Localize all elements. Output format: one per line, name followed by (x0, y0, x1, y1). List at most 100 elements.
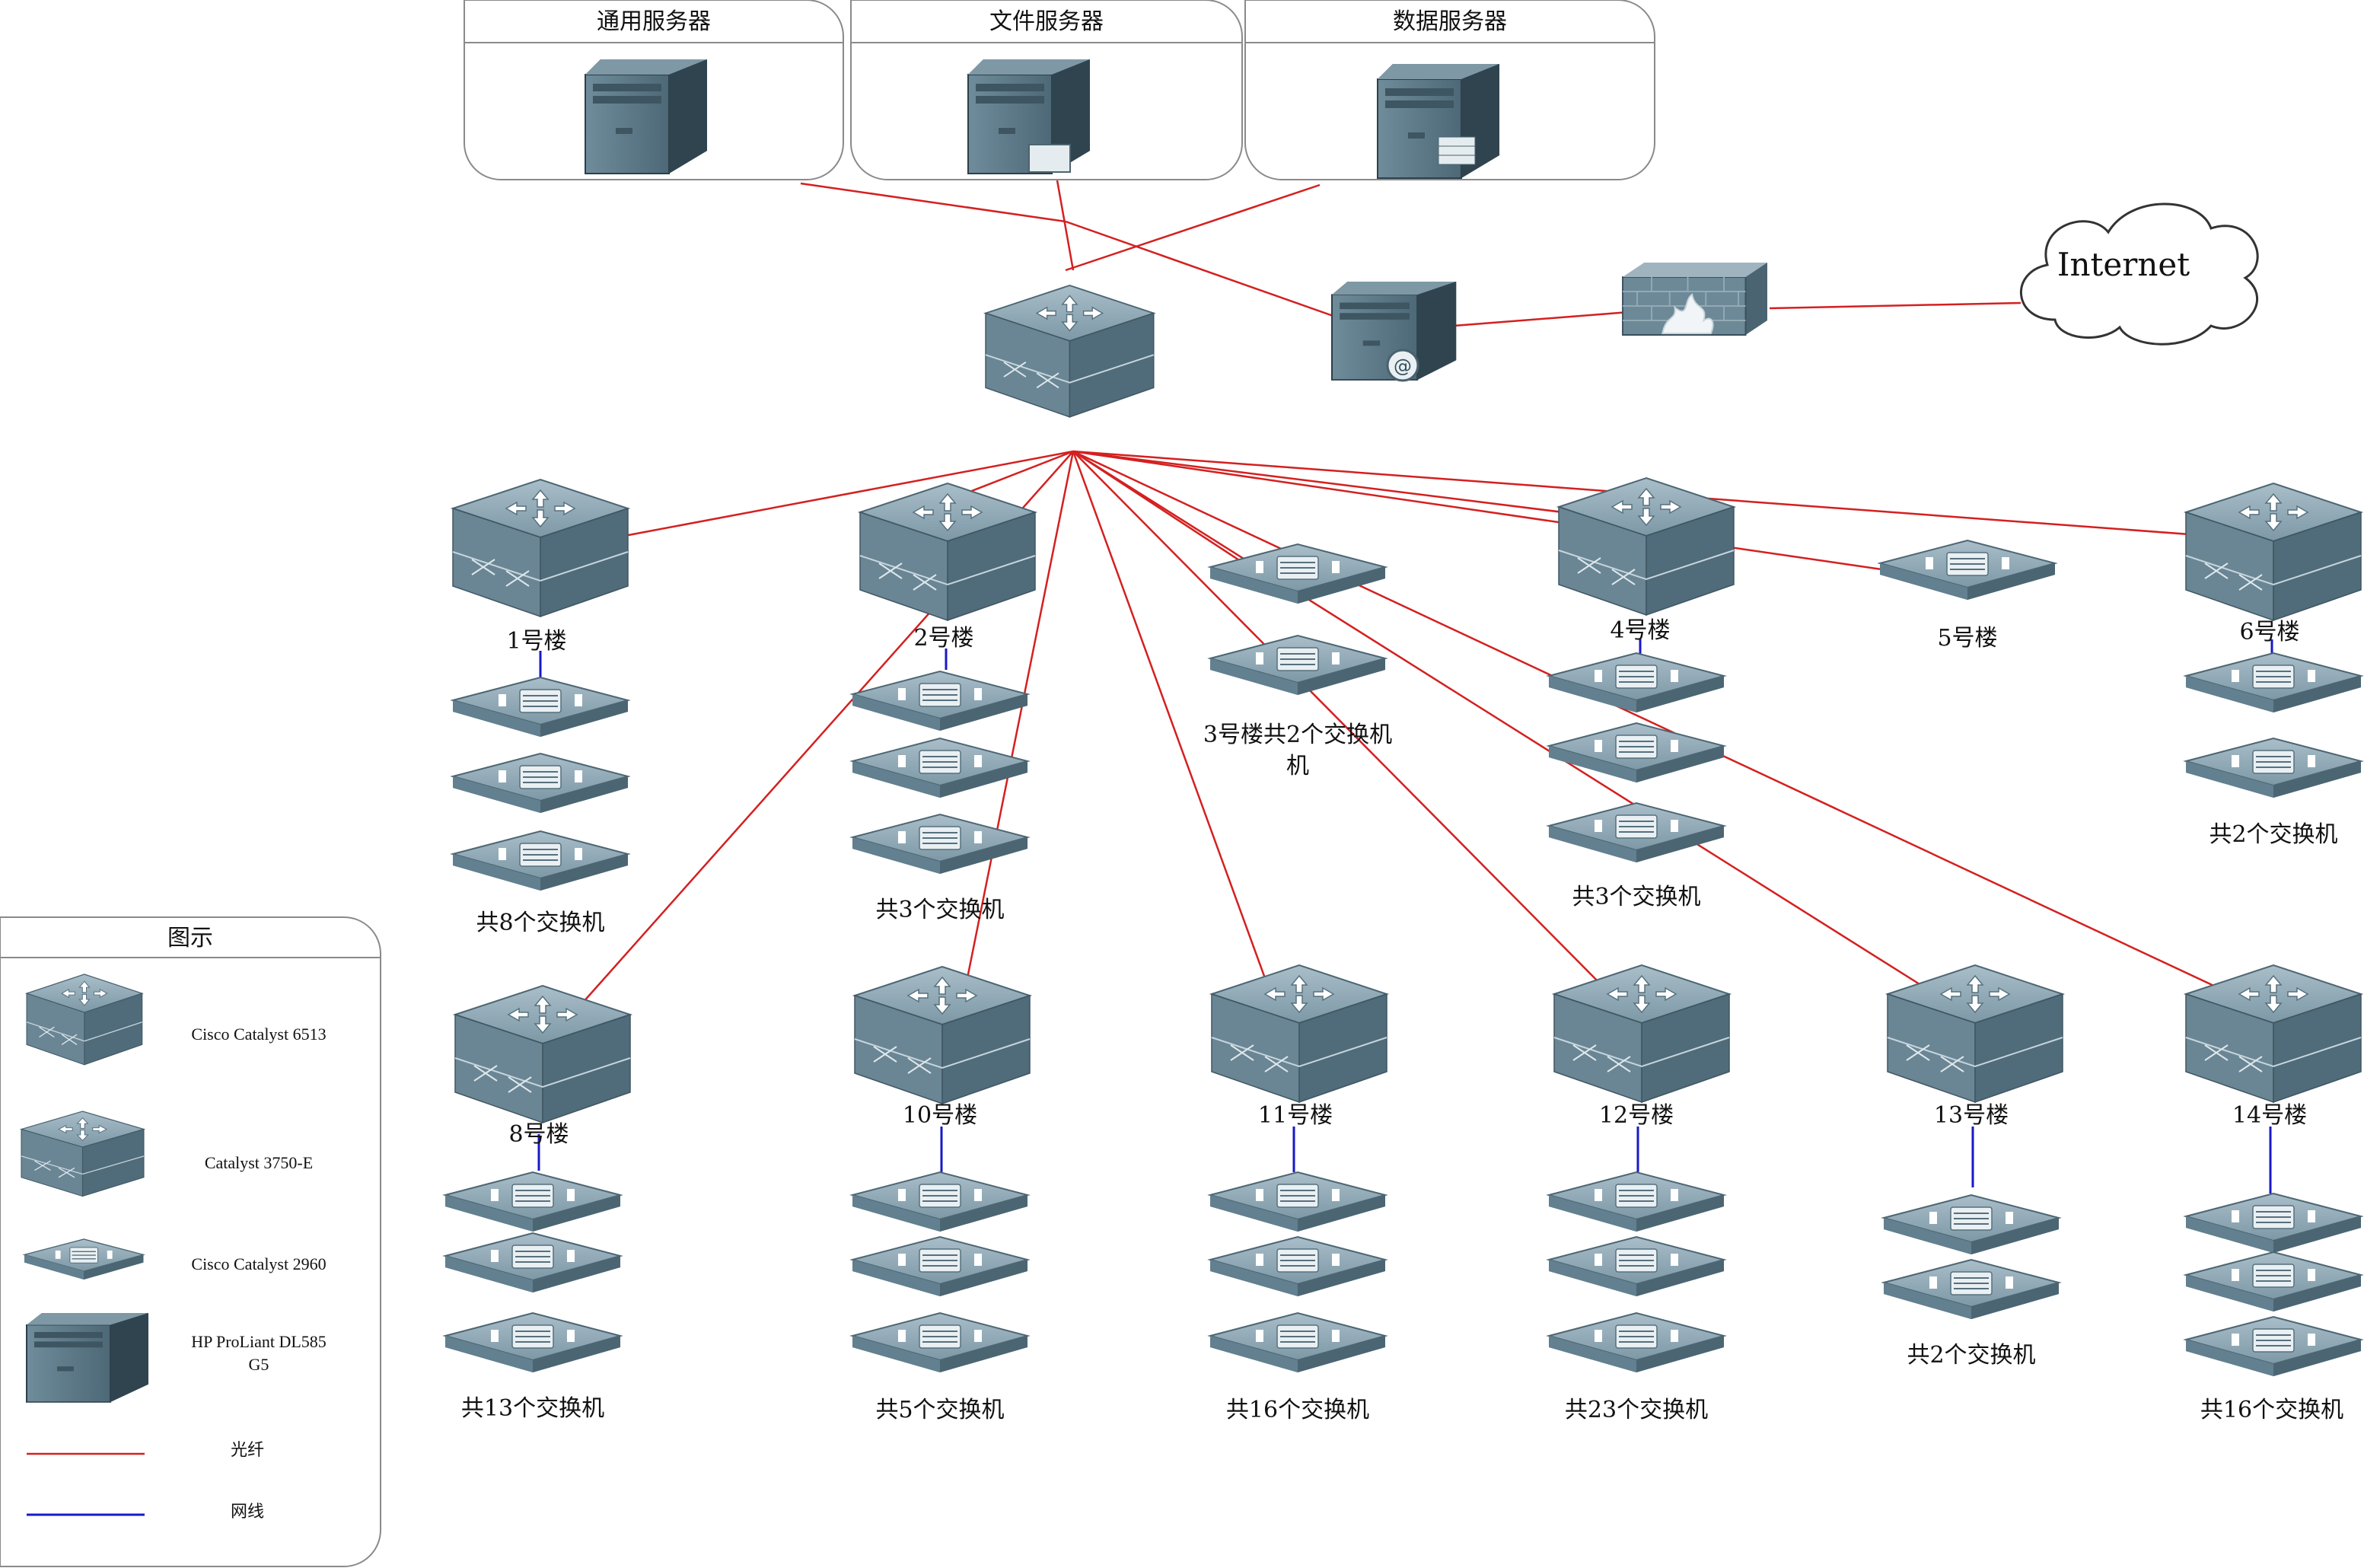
legend-frame (0, 916, 381, 1567)
building-label: 2号楼 (913, 625, 973, 652)
building-switch-icon (1558, 477, 1735, 616)
access-switch-icon (2185, 1193, 2362, 1254)
server-group-frame (464, 0, 844, 180)
building-switch-icon (2185, 964, 2362, 1103)
switch-count-label: 共23个交换机 (1565, 1397, 1708, 1423)
fiber-link-b11 (1072, 451, 1266, 979)
building-label: 1号楼 (506, 628, 566, 655)
building-switch-icon (452, 479, 629, 617)
server-group-title: 通用服务器 (597, 8, 711, 35)
building-label: 8号楼 (508, 1121, 569, 1148)
switch-count-label: 共5个交换机 (875, 1397, 1004, 1423)
access-switch-icon (1548, 1171, 1725, 1232)
fiber-link-mail-server (1065, 220, 1340, 320)
server-group-frame (850, 0, 1243, 180)
building-3: 3号楼共2个交换机 机 (1203, 543, 1392, 779)
fiber-link-data-server (1065, 183, 1321, 272)
fiber-link-b12 (1072, 451, 1607, 990)
fiber-link-b4 (1072, 450, 1607, 519)
legend-item: 光纤 (27, 1440, 264, 1459)
building-label: 3号楼共2个交换机 (1203, 722, 1392, 748)
building-switch-icon (1211, 964, 1387, 1103)
building-label: 12号楼 (1599, 1102, 1674, 1129)
access-switch-icon (852, 814, 1028, 875)
access-switch-icon (1548, 1312, 1725, 1373)
server-group-file: 文件服务器 (850, 0, 1243, 180)
legend-item: HP ProLiant DL585 G5 (26, 1312, 327, 1403)
access-switch-icon (2185, 738, 2362, 798)
legend: 图示 Cisco Catalyst 6513 Catalyst 3750-E C… (0, 916, 381, 1567)
legend-item: Cisco Catalyst 2960 (24, 1238, 327, 1280)
fiber-link-b13 (1072, 450, 1926, 990)
switch-count-label: 共13个交换机 (461, 1395, 604, 1422)
fiber-link-firewall (1453, 311, 1630, 327)
access-switch-icon (852, 1171, 1028, 1232)
hp-proliant-server-icon (26, 1312, 149, 1403)
access-switch-icon (1548, 802, 1725, 863)
access-switch-icon (852, 1312, 1028, 1373)
fiber-link-internet (1769, 301, 2022, 310)
internet-cloud: Internet (2019, 202, 2259, 346)
access-switch-icon (444, 1312, 621, 1373)
switch-count-label: 共2个交换机 (1907, 1342, 2035, 1369)
switch-count-label: 共8个交换机 (476, 910, 604, 936)
access-switch-icon (2185, 1251, 2362, 1312)
building-switch-icon (2185, 483, 2362, 621)
switch-count-label: 共3个交换机 (875, 897, 1004, 923)
access-switch-icon (2185, 652, 2362, 713)
building-8: 8号楼 共13个交换机 (444, 985, 631, 1422)
building-switch-icon (1887, 964, 2063, 1103)
access-switch-icon (1879, 540, 2056, 601)
cisco-catalyst-2960-icon (24, 1238, 145, 1280)
access-switch-icon (1548, 652, 1725, 713)
access-switch-icon (1209, 1312, 1386, 1373)
building-13: 13号楼 共2个交换机 (1883, 964, 2063, 1369)
building-6: 6号楼 共2个交换机 (2185, 483, 2362, 848)
building-11: 11号楼 共16个交换机 (1209, 964, 1387, 1423)
server-group-title: 数据服务器 (1393, 8, 1507, 35)
mail-server-icon: @ (1330, 280, 1458, 382)
access-switch-icon (1548, 722, 1725, 783)
legend-label: 光纤 (231, 1440, 264, 1459)
access-switch-icon (852, 1236, 1028, 1297)
building-label: 6号楼 (2239, 619, 2299, 645)
building-label: 5号楼 (1937, 625, 1997, 652)
database-server-icon (1377, 63, 1500, 179)
building-4: 4号楼 共3个交换机 (1548, 477, 1735, 910)
building-10: 10号楼 共5个交换机 (852, 966, 1031, 1423)
building-12: 12号楼 共23个交换机 (1548, 964, 1730, 1423)
access-switch-icon (444, 1171, 621, 1232)
fiber-link-general-server (800, 182, 1066, 223)
access-switch-icon (2185, 1316, 2362, 1377)
legend-label-line2: G5 (249, 1355, 269, 1374)
access-switch-icon (1209, 1171, 1386, 1232)
legend-title: 图示 (167, 925, 213, 951)
access-switch-icon (852, 671, 1028, 731)
legend-item: Catalyst 3750-E (21, 1111, 313, 1197)
building-switch-icon (859, 483, 1036, 621)
access-switch-icon (452, 753, 629, 814)
switch-count-label: 共16个交换机 (1226, 1397, 1369, 1423)
building-2: 2号楼 共3个交换机 (852, 483, 1036, 923)
file-server-icon (967, 59, 1091, 174)
access-switch-icon (1883, 1194, 2060, 1255)
legend-label: 网线 (231, 1502, 264, 1521)
server-icon (585, 59, 708, 174)
access-switch-icon (1548, 1236, 1725, 1297)
core-switch-icon (985, 285, 1155, 418)
legend-label: HP ProLiant DL585 (191, 1332, 327, 1351)
switch-count-label: 共3个交换机 (1572, 884, 1700, 910)
building-label: 11号楼 (1258, 1102, 1333, 1129)
building-label: 10号楼 (903, 1102, 977, 1129)
switch-count-label: 共16个交换机 (2200, 1397, 2343, 1423)
cisco-catalyst-6513-icon (26, 974, 143, 1066)
access-switch-icon (1209, 635, 1386, 696)
building-label: 4号楼 (1610, 617, 1670, 644)
server-group-data: 数据服务器 (1244, 0, 1655, 180)
building-14: 14号楼 共16个交换机 (2185, 964, 2362, 1423)
building-switch-icon (454, 985, 631, 1123)
building-1: 1号楼 共8个交换机 (452, 479, 629, 936)
legend-label: Cisco Catalyst 2960 (191, 1254, 326, 1273)
building-5: 5号楼 (1879, 540, 2056, 652)
